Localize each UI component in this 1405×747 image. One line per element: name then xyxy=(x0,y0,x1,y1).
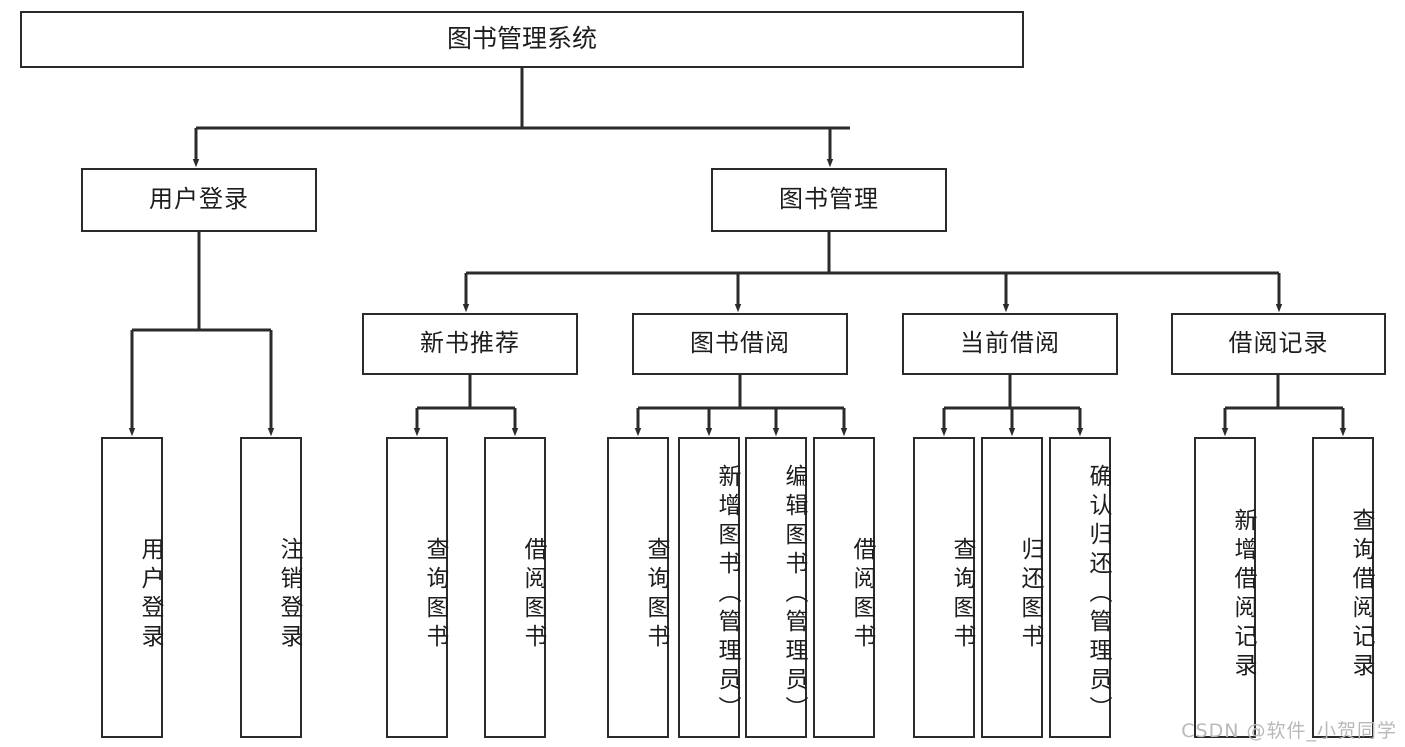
node-label: 图书管理 xyxy=(779,185,879,214)
leaf-borrow-query-book[interactable]: 查询图书 xyxy=(607,437,669,738)
node-label: 注销登录 xyxy=(276,536,302,653)
node-root-system[interactable]: 图书管理系统 xyxy=(20,11,1024,68)
node-new-book-recommend[interactable]: 新书推荐 xyxy=(362,313,578,375)
leaf-record-add[interactable]: 新增借阅记录 xyxy=(1194,437,1256,738)
node-label: 查询图书 xyxy=(422,536,448,653)
node-book-borrow[interactable]: 图书借阅 xyxy=(632,313,848,375)
leaf-record-query[interactable]: 查询借阅记录 xyxy=(1312,437,1374,738)
leaf-borrow-edit-book-admin[interactable]: 编辑图书（管理员） xyxy=(745,437,807,738)
node-label: 图书借阅 xyxy=(690,329,790,358)
node-label: 借阅图书 xyxy=(520,536,546,653)
leaf-borrow-add-book-admin[interactable]: 新增图书（管理员） xyxy=(678,437,740,738)
node-label: 查询图书 xyxy=(643,536,669,653)
node-label: 用户登录 xyxy=(149,185,249,214)
csdn-watermark: CSDN @软件_小贺同学 xyxy=(1181,720,1397,742)
leaf-current-return-book[interactable]: 归还图书 xyxy=(981,437,1043,738)
node-label: 当前借阅 xyxy=(960,329,1060,358)
node-label: 用户登录 xyxy=(137,536,163,653)
leaf-user-logout[interactable]: 注销登录 xyxy=(240,437,302,738)
node-book-management[interactable]: 图书管理 xyxy=(711,168,947,232)
node-label: 借阅图书 xyxy=(849,536,875,653)
leaf-current-confirm-return-admin[interactable]: 确认归还（管理员） xyxy=(1049,437,1111,738)
node-label: 新增图书（管理员） xyxy=(714,464,740,725)
node-label: 查询借阅记录 xyxy=(1348,507,1374,682)
node-label: 编辑图书（管理员） xyxy=(781,464,807,725)
node-label: 新增借阅记录 xyxy=(1230,507,1256,682)
node-label: 查询图书 xyxy=(949,536,975,653)
node-current-borrow[interactable]: 当前借阅 xyxy=(902,313,1118,375)
node-label: 新书推荐 xyxy=(420,329,520,358)
node-label: 归还图书 xyxy=(1017,536,1043,653)
leaf-new-borrow-book[interactable]: 借阅图书 xyxy=(484,437,546,738)
node-user-login[interactable]: 用户登录 xyxy=(81,168,317,232)
node-label: 确认归还（管理员） xyxy=(1085,464,1111,725)
leaf-current-query-book[interactable]: 查询图书 xyxy=(913,437,975,738)
leaf-new-query-book[interactable]: 查询图书 xyxy=(386,437,448,738)
node-label: 图书管理系统 xyxy=(446,24,597,54)
node-borrow-record[interactable]: 借阅记录 xyxy=(1171,313,1386,375)
leaf-user-login[interactable]: 用户登录 xyxy=(101,437,163,738)
node-label: 借阅记录 xyxy=(1228,329,1329,358)
leaf-borrow-lend-book[interactable]: 借阅图书 xyxy=(813,437,875,738)
